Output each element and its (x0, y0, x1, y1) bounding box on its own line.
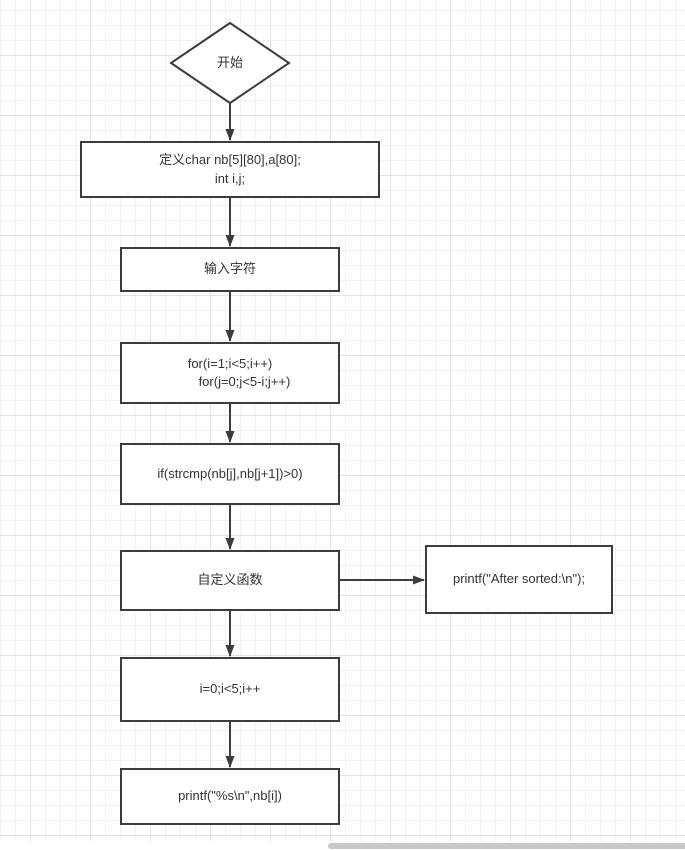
node-declare[interactable]: 定义char nb[5][80],a[80]; int i,j; (80, 141, 380, 198)
node-declare-label: 定义char nb[5][80],a[80]; int i,j; (159, 152, 301, 186)
node-outer-loop-label: for(i=1;i<5;i++) for(j=0;j<5-i;j++) (187, 355, 291, 389)
node-print-header[interactable]: printf("After sorted:\n"); (425, 545, 613, 614)
node-output-loop-label: i=0;i<5;i++ (199, 681, 261, 697)
node-print-item-label: printf("%s\n",nb[i]) (178, 788, 282, 804)
node-start[interactable]: 开始 (170, 23, 290, 103)
node-input-label: 输入字符 (203, 261, 256, 277)
node-start-label: 开始 (216, 54, 243, 70)
node-print-item[interactable]: printf("%s\n",nb[i]) (120, 768, 340, 825)
node-outer-loop[interactable]: for(i=1;i<5;i++) for(j=0;j<5-i;j++) (120, 342, 340, 404)
node-output-loop[interactable]: i=0;i<5;i++ (120, 657, 340, 722)
node-print-header-label: printf("After sorted:\n"); (452, 571, 586, 587)
node-input[interactable]: 输入字符 (120, 247, 340, 292)
node-compare-label: if(strcmp(nb[j],nb[j+1])>0) (157, 465, 303, 481)
horizontal-scrollbar-thumb[interactable] (328, 843, 685, 849)
node-compare[interactable]: if(strcmp(nb[j],nb[j+1])>0) (120, 443, 340, 505)
node-custom-function[interactable]: 自定义函数 (120, 550, 340, 611)
node-custom-function-label: 自定义函数 (197, 572, 263, 588)
start-diamond-shape[interactable] (169, 21, 291, 105)
